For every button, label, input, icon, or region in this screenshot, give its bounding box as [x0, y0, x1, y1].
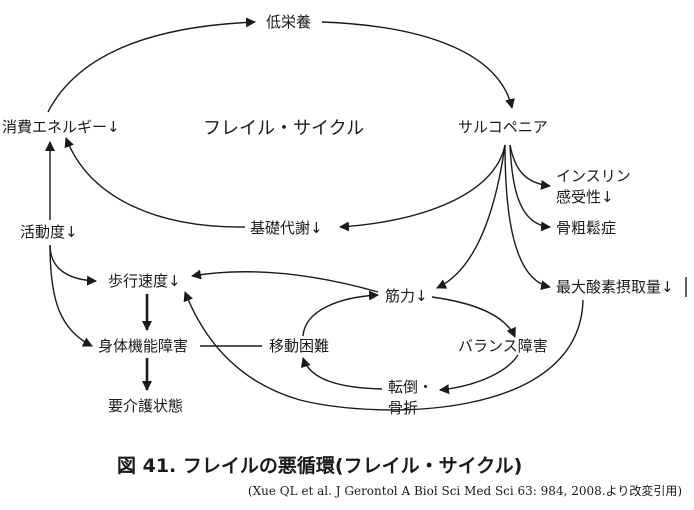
arrow-fall-to-mobility — [300, 357, 383, 390]
node-muscle-strength: 筋力↓ — [385, 287, 428, 305]
node-fall-line1: 転倒・ — [388, 378, 434, 396]
node-fall-line2: 骨折 — [388, 399, 419, 417]
figure-caption: 図 41. フレイルの悪循環(フレイル・サイクル) — [117, 455, 523, 477]
arrow-sarcopenia-to-strength — [436, 144, 506, 289]
node-osteoporosis: 骨粗鬆症 — [556, 219, 617, 237]
node-mobility-difficulty: 移動困難 — [269, 337, 330, 355]
node-activity: 活動度↓ — [20, 223, 78, 241]
node-balance-disorder: バランス障害 — [458, 337, 548, 355]
arrow-basal-to-energy — [64, 137, 246, 228]
center-label-frailty-cycle: フレイル・サイクル — [203, 118, 365, 139]
node-max-oxygen-uptake: 最大酸素摂取量↓ — [556, 278, 674, 296]
node-physical-dysfunction: 身体機能障害 — [98, 337, 189, 355]
arrow-activity-to-function — [49, 244, 93, 347]
arrow-energy-to-nutrition — [47, 17, 256, 113]
arrow-strength-to-balance — [431, 296, 516, 338]
node-walking-speed: 歩行速度↓ — [108, 272, 181, 290]
node-low-nutrition: 低栄養 — [266, 13, 312, 31]
arrow-maxo2-to-walking — [183, 291, 584, 411]
figure-source: (Xue QL et al. J Gerontol A Biol Sci Med… — [247, 484, 682, 498]
arrow-strength-to-walking — [191, 269, 379, 293]
node-care-need: 要介護状態 — [108, 397, 184, 415]
arrow-balance-to-fall — [439, 354, 519, 395]
node-basal-metabolism: 基礎代謝↓ — [250, 219, 323, 237]
arrow-sarcopenia-to-insulin — [509, 144, 551, 190]
node-insulin-line1: インスリン — [556, 167, 631, 185]
arrow-sarcopenia-to-maxo2 — [504, 144, 551, 291]
arrow-nutrition-to-sarcopenia — [321, 21, 515, 109]
arrow-activity-to-walking — [49, 244, 97, 286]
node-insulin-line2: 感受性↓ — [556, 188, 614, 206]
arrow-sarcopenia-to-basal — [339, 144, 506, 232]
node-sarcopenia: サルコペニア — [458, 118, 548, 136]
arrow-mobility-to-strength — [302, 290, 379, 337]
arrow-sarcopenia-to-osteoporosis — [509, 144, 551, 232]
node-energy-expenditure: 消費エネルギー↓ — [2, 118, 120, 136]
